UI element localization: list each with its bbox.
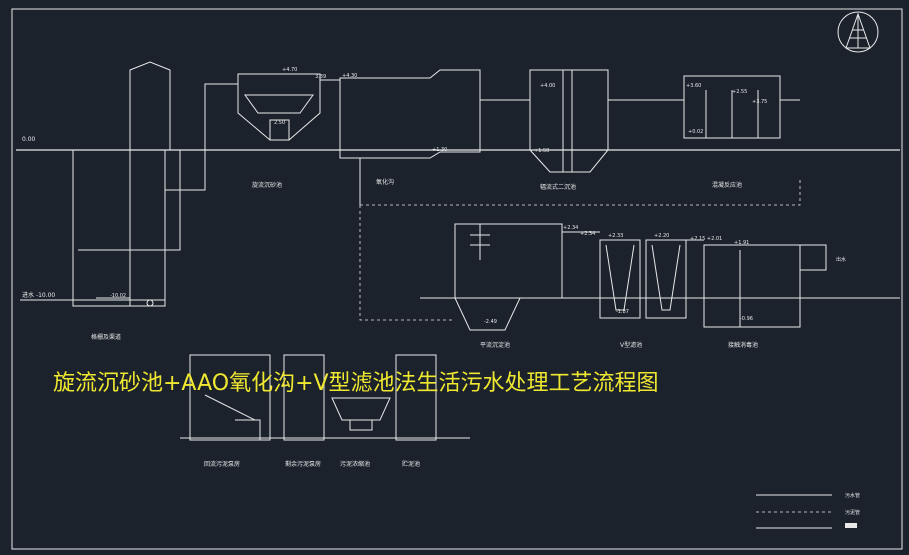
grit-chamber-label: 旋流沉砂池 bbox=[252, 181, 282, 189]
mix-top-elev: +3.60 bbox=[686, 83, 701, 89]
v-filter bbox=[599, 239, 704, 319]
dis-top-elev: +1.91 bbox=[734, 240, 749, 246]
screen-bottom-elev: -10.02 bbox=[110, 293, 126, 299]
dashed-link-left bbox=[359, 205, 455, 321]
ditch-bottom-elev: +1.30 bbox=[432, 147, 447, 153]
inlet-elev: 进水 -10.00 bbox=[22, 291, 55, 299]
legend-water: 污水管 bbox=[845, 492, 860, 499]
v-filter-label: V型滤池 bbox=[620, 341, 642, 349]
grit-chamber bbox=[237, 73, 340, 141]
mixing-tank bbox=[683, 75, 800, 139]
drawing-border bbox=[11, 8, 903, 550]
dis-in-elev: +2.15 +2.01 bbox=[690, 236, 722, 242]
v-top1-elev: +2.33 bbox=[608, 233, 623, 239]
v-bottom-elev: -1.87 bbox=[616, 309, 629, 315]
disinfection-tank bbox=[703, 244, 827, 328]
storage-label: 贮泥池 bbox=[402, 460, 420, 468]
sed-top-elev: +2.34 bbox=[563, 225, 578, 231]
secondary-clarifier bbox=[529, 69, 684, 173]
sedimentation-label: 平流沉淀池 bbox=[480, 341, 510, 349]
clarifier-top-elev: +4.00 bbox=[540, 83, 555, 89]
sludge-thickener bbox=[331, 397, 391, 431]
mixing-tank-label: 混凝反应池 bbox=[712, 181, 742, 189]
mix-mid-elev: +2.55 bbox=[732, 89, 747, 95]
mix-out-elev: +3.75 bbox=[752, 99, 767, 105]
grit-bottom-elev: 2.50 bbox=[274, 120, 285, 126]
return-pump-label: 回流污泥泵房 bbox=[204, 460, 240, 468]
secondary-clarifier-label: 辐流式二沉池 bbox=[540, 183, 576, 191]
mix-bottom-elev: +0.02 bbox=[688, 129, 703, 135]
dashed-link-top bbox=[360, 180, 801, 206]
disinfection-label: 接触消毒池 bbox=[728, 341, 758, 349]
excess-sludge-pump bbox=[283, 354, 325, 441]
sed-bottom-elev: -2.49 bbox=[484, 319, 497, 325]
oxidation-ditch-label: 氧化沟 bbox=[376, 178, 394, 186]
pipe-screen-grit bbox=[165, 83, 238, 191]
north-arrow-icon bbox=[837, 11, 879, 53]
grit-outlet-elev: 3.39 bbox=[315, 74, 326, 80]
sludge-pump-label: 剩余污泥泵房 bbox=[285, 460, 321, 468]
dis-bottom-elev: -0.96 bbox=[740, 316, 753, 322]
return-sludge-pump bbox=[189, 354, 271, 441]
v-top2-elev: +2.20 bbox=[654, 233, 669, 239]
screen-channel-label: 格栅及渠道 bbox=[91, 333, 121, 341]
sludge-storage bbox=[395, 354, 437, 441]
thickener-label: 污泥浓缩池 bbox=[340, 460, 370, 468]
legend-sludge: 污泥管 bbox=[845, 509, 860, 516]
oxidation-ditch bbox=[339, 69, 530, 205]
legend bbox=[756, 494, 857, 529]
outlet-label: 出水 bbox=[836, 256, 846, 263]
ground-elev: 0.00 bbox=[22, 136, 36, 143]
screen-channel bbox=[20, 61, 181, 307]
clarifier-bottom-elev: +1.50 bbox=[534, 148, 549, 154]
sedimentation-tank bbox=[454, 223, 600, 331]
diagram-title: 旋流沉砂池+AAO氧化沟+V型滤池法生活污水处理工艺流程图 bbox=[53, 371, 659, 396]
ditch-top-elev: +4.30 bbox=[342, 73, 357, 79]
sed-out-elev: +2.34 bbox=[580, 231, 595, 237]
grit-top-elev: +4.70 bbox=[282, 67, 297, 73]
